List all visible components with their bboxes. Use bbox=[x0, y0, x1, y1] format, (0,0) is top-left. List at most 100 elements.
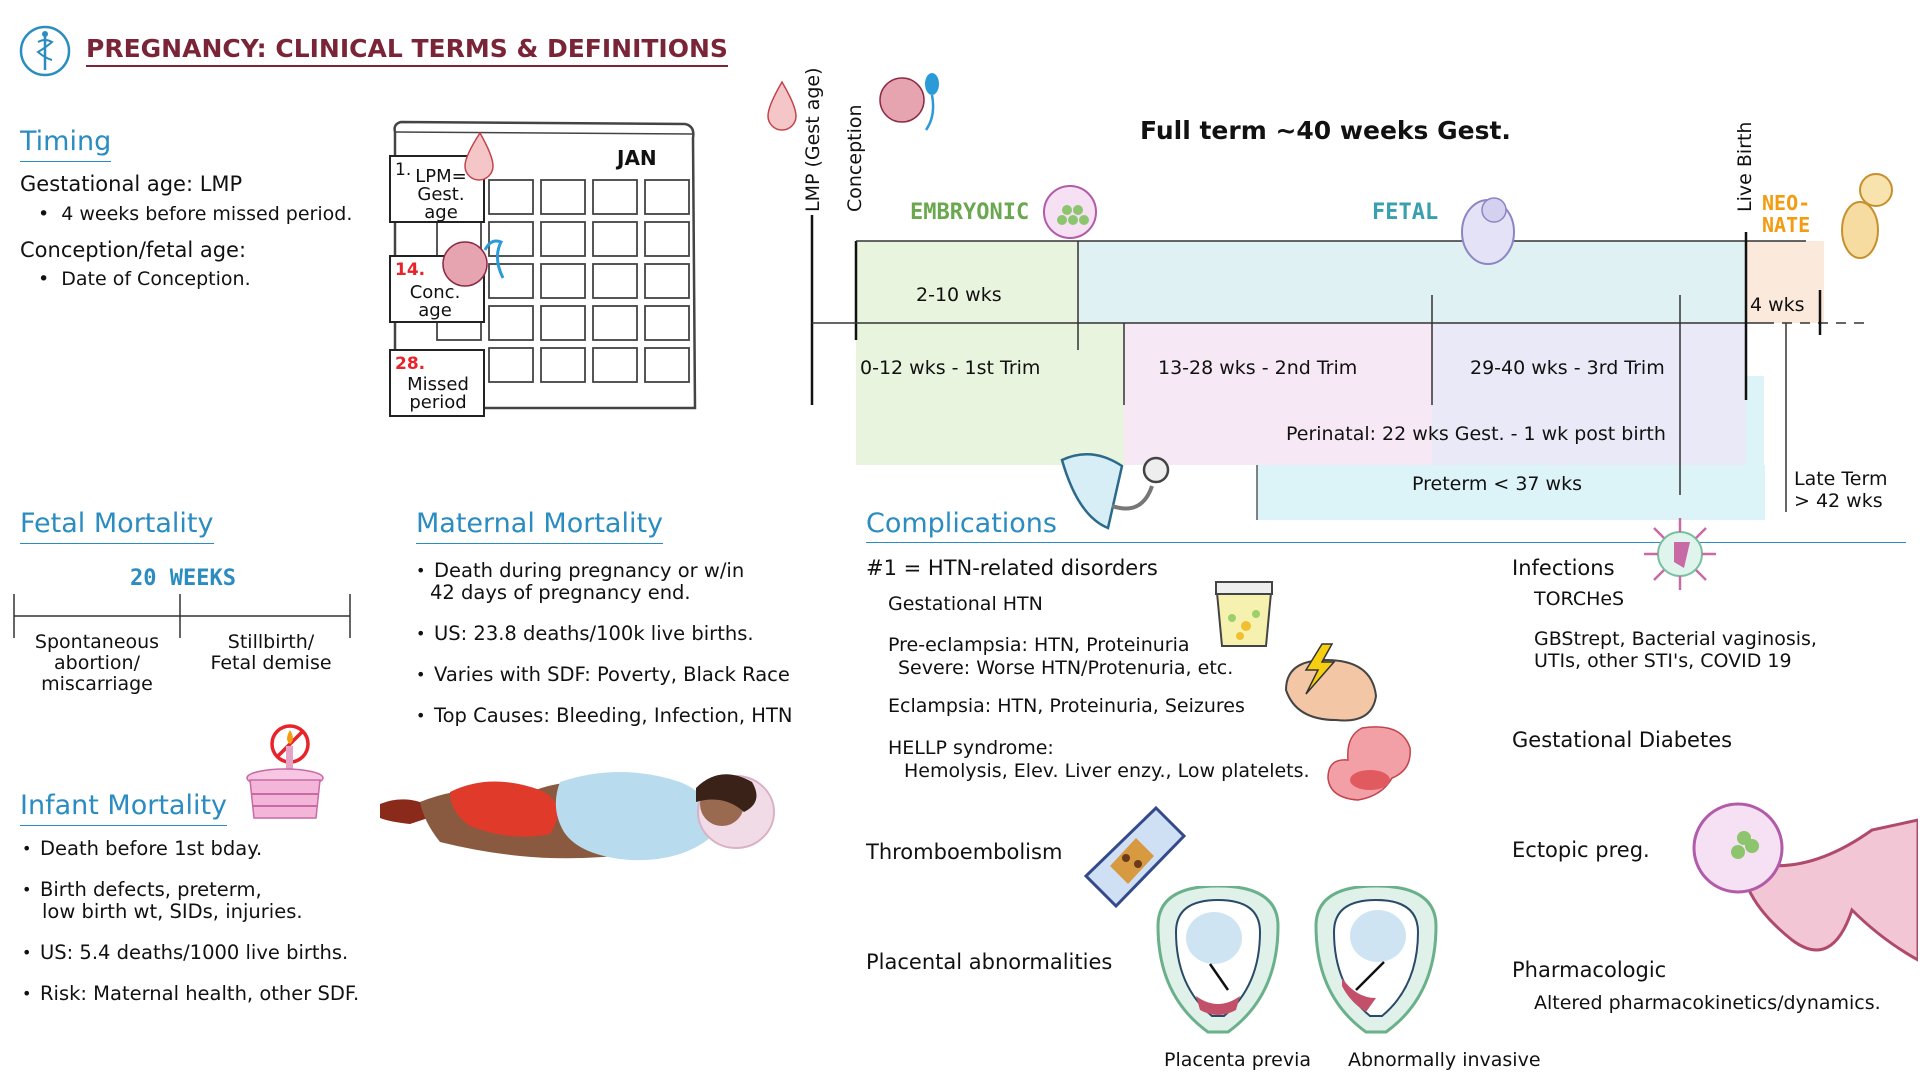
infant-mortality-list: Death before 1st bday. Birth defects, pr… bbox=[20, 838, 380, 1024]
calendar-day-28-line2: period bbox=[409, 392, 467, 413]
calendar-day-1-num: 1. bbox=[395, 160, 412, 180]
late-term-line2: > 42 wks bbox=[1794, 490, 1883, 512]
embryonic-range: 2-10 wks bbox=[916, 284, 1002, 306]
full-term-label: Full term ~40 weeks Gest. bbox=[1140, 116, 1511, 145]
calendar-day-14-line1: Conc. bbox=[409, 282, 461, 303]
live-birth-label: Live Birth bbox=[1734, 121, 1756, 212]
newborn-icon bbox=[1841, 173, 1893, 259]
fetal-mortality-heading: Fetal Mortality bbox=[20, 508, 214, 544]
bleeding-patient-illustration bbox=[380, 772, 775, 861]
urine-sample-icon bbox=[1214, 581, 1274, 647]
no-birthday-cake-icon bbox=[246, 724, 324, 819]
calendar-month: JAN bbox=[617, 146, 657, 170]
calendar-day-1-line3: age bbox=[424, 202, 458, 223]
complications-heading: Complications bbox=[866, 508, 1057, 539]
ectopic-pregnancy: Ectopic preg. bbox=[1512, 838, 1650, 862]
preterm-label: Preterm < 37 wks bbox=[1412, 473, 1582, 495]
maternal-mortality-item: Top Causes: Bleeding, Infection, HTN bbox=[414, 705, 834, 728]
embryonic-label: EMBRYONIC bbox=[910, 200, 1030, 225]
blood-drop-icon bbox=[767, 80, 797, 131]
medical-caduceus-icon bbox=[19, 25, 71, 77]
neonate-label: NEO- NATE bbox=[1762, 192, 1810, 236]
gestational-age-detail: 4 weeks before missed period. bbox=[61, 203, 353, 225]
calendar-day-1-label: LPM= Gest. age bbox=[397, 168, 485, 222]
calendar-grid bbox=[389, 120, 697, 417]
infant-mortality-item: Risk: Maternal health, other SDF. bbox=[20, 983, 380, 1006]
timing-heading: Timing bbox=[20, 126, 112, 162]
calendar-day-1-line1: LPM= bbox=[415, 166, 467, 187]
ectopic-tube-illustration bbox=[1692, 802, 1918, 962]
calendar-day-14-num: 14. bbox=[395, 260, 426, 280]
spontaneous-abortion-line1: Spontaneous bbox=[34, 631, 160, 653]
blood-clot-vessel-icon bbox=[1083, 805, 1187, 909]
placenta-previa-illustration bbox=[1156, 886, 1280, 1034]
placenta-previa-label: Placenta previa bbox=[1164, 1049, 1311, 1071]
blastocyst-icon bbox=[1043, 185, 1097, 239]
infant-mortality-item: US: 5.4 deaths/1000 live births. bbox=[20, 942, 380, 965]
thromboembolism: Thromboembolism bbox=[866, 840, 1063, 864]
gestational-htn: Gestational HTN bbox=[888, 593, 1043, 615]
timeline-graphic bbox=[767, 73, 1893, 520]
conception-age-bullet: • Date of Conception. bbox=[38, 268, 251, 290]
neonate-label-line2: NATE bbox=[1762, 213, 1811, 237]
blood-pressure-cuff-icon bbox=[1060, 453, 1170, 530]
gbs-line2: UTIs, other STI's, COVID 19 bbox=[1534, 650, 1792, 672]
htn-disorders-title: #1 = HTN-related disorders bbox=[866, 556, 1158, 580]
abnormally-invasive-label: Abnormally invasive bbox=[1348, 1049, 1541, 1071]
invasive-placenta-illustration bbox=[1314, 886, 1438, 1034]
calendar-day-14-label: Conc. age bbox=[391, 284, 479, 320]
conception-label: Conception bbox=[844, 104, 866, 212]
calendar-day-1-line2: Gest. bbox=[417, 184, 465, 205]
calendar-day-28-num: 28. bbox=[395, 354, 426, 374]
calendar-day-14-line2: age bbox=[418, 300, 452, 321]
hellp-detail: Hemolysis, Elev. Liver enzy., Low platel… bbox=[904, 760, 1310, 782]
gestational-age-bullet: • 4 weeks before missed period. bbox=[38, 203, 353, 225]
virus-icon bbox=[1644, 518, 1716, 590]
conception-age-label: Conception/fetal age: bbox=[20, 238, 247, 262]
spontaneous-abortion-line2: abortion/ bbox=[54, 652, 140, 674]
gbs-line1: GBStrept, Bacterial vaginosis, bbox=[1534, 628, 1817, 650]
pregnancy-timeline: LMP (Gest age) Conception Live Birth Ful… bbox=[760, 60, 1920, 520]
brain-seizure-icon bbox=[1284, 643, 1378, 722]
calendar-day-28-label: Missed period bbox=[391, 376, 485, 412]
third-trimester: 29-40 wks - 3rd Trim bbox=[1470, 357, 1665, 379]
neonate-range: 4 wks bbox=[1750, 294, 1805, 316]
infant-mortality-item: Death before 1st bday. bbox=[20, 838, 380, 861]
maternal-mortality-item: US: 23.8 deaths/100k live births. bbox=[414, 623, 834, 646]
maternal-mortality-list: Death during pregnancy or w/in 42 days o… bbox=[414, 560, 834, 746]
infant-mortality-item: low birth wt, SIDs, injuries. bbox=[42, 900, 303, 923]
conception-age-detail: Date of Conception. bbox=[61, 268, 251, 290]
severe-preeclampsia: Severe: Worse HTN/Protenuria, etc. bbox=[898, 657, 1234, 679]
eclampsia: Eclampsia: HTN, Proteinuria, Seizures bbox=[888, 695, 1245, 717]
first-trimester: 0-12 wks - 1st Trim bbox=[860, 357, 1041, 379]
complications-rule bbox=[866, 542, 1906, 543]
infections-title: Infections bbox=[1512, 556, 1615, 580]
infant-mortality-heading: Infant Mortality bbox=[20, 790, 228, 826]
second-trimester: 13-28 wks - 2nd Trim bbox=[1158, 357, 1358, 379]
calendar: JAN 1. LPM= Gest. age 14. Conc. age 28. … bbox=[385, 118, 705, 418]
torches: TORCHeS bbox=[1534, 588, 1625, 610]
pharmacologic-detail: Altered pharmacokinetics/dynamics. bbox=[1534, 992, 1881, 1014]
preeclampsia: Pre-eclampsia: HTN, Proteinuria bbox=[888, 634, 1190, 656]
gestational-age-label: Gestational age: LMP bbox=[20, 172, 243, 196]
maternal-mortality-item: 42 days of pregnancy end. bbox=[430, 581, 691, 604]
pharmacologic: Pharmacologic bbox=[1512, 958, 1667, 982]
calendar-day-28-line1: Missed bbox=[407, 374, 469, 395]
liver-icon bbox=[1327, 726, 1411, 801]
twenty-weeks-label: 20 WEEKS bbox=[130, 566, 236, 591]
stillbirth-line1: Stillbirth/ bbox=[227, 631, 315, 653]
page-title: PREGNANCY: CLINICAL TERMS & DEFINITIONS bbox=[86, 34, 728, 67]
fetus-icon bbox=[1461, 197, 1515, 265]
lmp-label: LMP (Gest age) bbox=[802, 67, 824, 213]
placental-abnormalities: Placental abnormalities bbox=[866, 950, 1113, 974]
neonate-label-line1: NEO- bbox=[1762, 191, 1811, 215]
gestational-diabetes: Gestational Diabetes bbox=[1512, 728, 1733, 752]
sperm-egg-icon bbox=[879, 73, 939, 131]
hellp-syndrome: HELLP syndrome: bbox=[888, 737, 1054, 759]
spontaneous-abortion-line3: miscarriage bbox=[41, 673, 153, 695]
maternal-mortality-item: Varies with SDF: Poverty, Black Race bbox=[414, 664, 834, 687]
spontaneous-abortion-label: Spontaneous abortion/ miscarriage bbox=[22, 632, 172, 695]
maternal-mortality-item: Death during pregnancy or w/in bbox=[414, 560, 834, 583]
fetal-label: FETAL bbox=[1372, 200, 1439, 225]
maternal-mortality-heading: Maternal Mortality bbox=[416, 508, 664, 544]
